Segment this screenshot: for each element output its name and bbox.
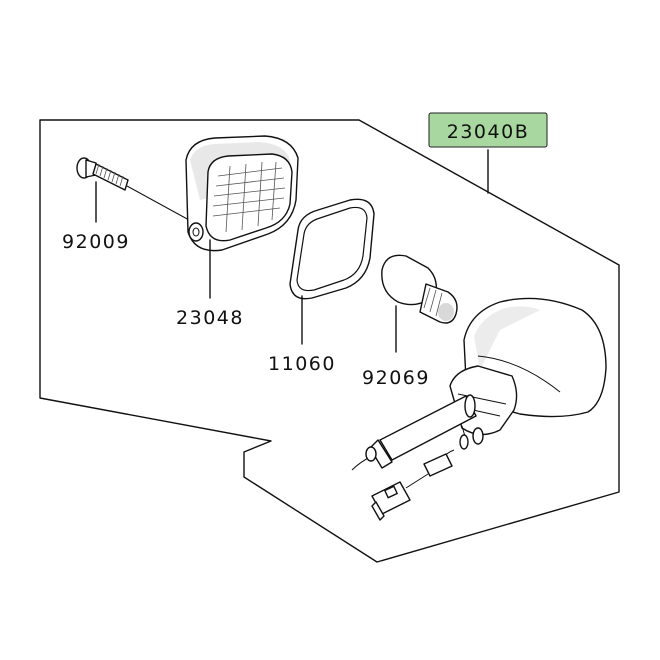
part-label-92069[interactable]: 92069 xyxy=(362,367,430,389)
assembly-boundary xyxy=(39,119,620,563)
assembly-label-highlight xyxy=(428,112,548,148)
part-label-11060[interactable]: 11060 xyxy=(268,353,336,375)
part-label-92009[interactable]: 92009 xyxy=(62,231,130,253)
gasket-icon[interactable] xyxy=(289,198,375,300)
lens-icon[interactable] xyxy=(185,135,299,252)
assembly-label[interactable]: 23040B xyxy=(447,121,529,143)
bulb-icon[interactable] xyxy=(381,254,458,324)
part-label-23048[interactable]: 23048 xyxy=(176,307,244,329)
housing-icon xyxy=(351,297,607,521)
screw-icon[interactable] xyxy=(76,157,129,191)
assembly-label-group[interactable]: 23040B xyxy=(428,112,548,148)
